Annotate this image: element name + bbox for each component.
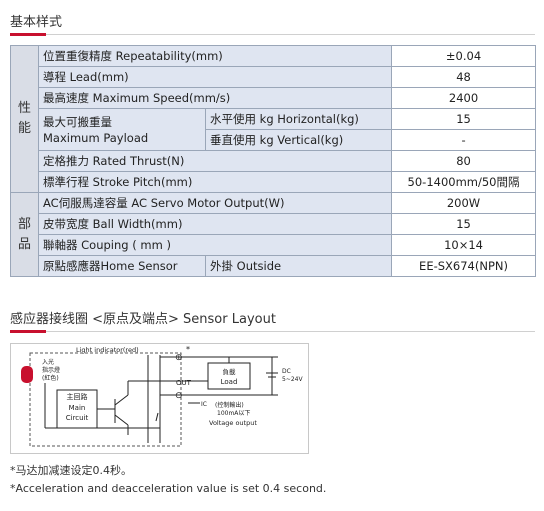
lamp-icon bbox=[21, 366, 33, 383]
lamp-label-line2: 指示燈 bbox=[42, 366, 60, 374]
payload-horizontal-value: 15 bbox=[391, 108, 537, 130]
category-parts-label: 部 品 bbox=[17, 216, 31, 252]
spec-section-divider bbox=[10, 34, 535, 35]
minus-terminal: ⊖ bbox=[175, 391, 183, 401]
table-row: 聯軸器 Couping ( mm ) 10×14 bbox=[11, 234, 537, 256]
main-circuit-line2: Circuit bbox=[66, 414, 89, 422]
stroke-pitch-label: 標準行程 Stroke Pitch(mm) bbox=[37, 171, 393, 193]
ball-width-label: 皮带宽度 Ball Width(mm) bbox=[37, 213, 393, 235]
main-circuit-cn: 主回路 bbox=[67, 392, 88, 401]
category-performance: 性 能 bbox=[10, 45, 39, 193]
payload-vertical-label: 垂直使用 kg Vertical(kg) bbox=[204, 129, 393, 151]
note-cn: *马达加减速设定0.4秒。 bbox=[10, 464, 132, 477]
category-parts: 部 品 bbox=[10, 192, 39, 277]
table-row: 原點感應器Home Sensor 外掛 Outside EE-SX674(NPN… bbox=[11, 255, 537, 277]
coupling-label: 聯軸器 Couping ( mm ) bbox=[37, 234, 393, 256]
voltage-output-label: Voltage output bbox=[209, 419, 257, 427]
lamp-label-line1: 入光 bbox=[42, 358, 54, 366]
coupling-value: 10×14 bbox=[391, 234, 537, 256]
home-sensor-label: 原點感應器Home Sensor bbox=[38, 255, 206, 277]
table-row: 標準行程 Stroke Pitch(mm) 50-1400mm/50間隔 bbox=[11, 171, 537, 193]
sensor-wiring-diagram: 入光 指示燈 (紅色) Light indicator(red) 主回路 Mai… bbox=[10, 343, 309, 454]
lead-label: 導程 Lead(mm) bbox=[37, 66, 393, 88]
max-speed-label: 最高速度 Maximum Speed(mm/s) bbox=[37, 87, 393, 109]
category-performance-label: 性 能 bbox=[17, 101, 31, 136]
control-output-label: (控制輸出) bbox=[215, 401, 244, 409]
sensor-section-title: 感应器接线圈 <原点及端点> Sensor Layout bbox=[10, 312, 276, 327]
load-label-en: Load bbox=[221, 378, 238, 386]
sensor-section-accent bbox=[10, 330, 46, 333]
spec-table: 性 能 位置重復精度 Repeatability(mm) ±0.04 導程 Le… bbox=[10, 45, 537, 277]
max-payload-label: 最大可搬重量 Maximum Payload bbox=[38, 108, 206, 151]
max-speed-value: 2400 bbox=[391, 87, 537, 109]
sensor-boundary bbox=[29, 352, 182, 447]
star-mark: * bbox=[186, 345, 190, 354]
rated-thrust-label: 定格推力 Rated Thrust(N) bbox=[37, 150, 393, 172]
table-row: 最大可搬重量 Maximum Payload 水平使用 kg Horizonta… bbox=[11, 108, 537, 151]
dc-label-line2: 5~24V bbox=[282, 376, 303, 383]
ball-width-value: 15 bbox=[391, 213, 537, 235]
servo-output-value: 200W bbox=[391, 192, 537, 214]
table-row: 部 品 AC伺服馬達容量 AC Servo Motor Output(W) 20… bbox=[10, 192, 537, 277]
transistor-collector bbox=[114, 394, 129, 406]
home-sensor-sublabel: 外掛 Outside bbox=[204, 255, 393, 277]
main-circuit-line1: Main bbox=[69, 404, 86, 412]
lead-value: 48 bbox=[391, 66, 537, 88]
current-label: 100mA以下 bbox=[217, 410, 250, 417]
ic-label: IC bbox=[201, 401, 207, 408]
light-indicator-label: Light indicator(red) bbox=[76, 346, 139, 354]
out-terminal-label: OUT bbox=[176, 379, 192, 387]
max-payload-label-en: Maximum Payload bbox=[43, 130, 149, 145]
table-row: 最高速度 Maximum Speed(mm/s) 2400 bbox=[11, 87, 537, 109]
servo-output-label: AC伺服馬達容量 AC Servo Motor Output(W) bbox=[37, 192, 393, 214]
stroke-pitch-value: 50-1400mm/50間隔 bbox=[391, 171, 537, 193]
spec-section-title: 基本样式 bbox=[10, 15, 63, 30]
home-sensor-value: EE-SX674(NPN) bbox=[391, 255, 537, 277]
max-payload-label-cn: 最大可搬重量 bbox=[43, 114, 112, 129]
diode-mark bbox=[155, 412, 159, 422]
table-row: 垂直使用 kg Vertical(kg) - bbox=[11, 129, 537, 151]
plus-terminal: ⊕ bbox=[175, 353, 183, 363]
table-row: 導程 Lead(mm) 48 bbox=[11, 66, 537, 88]
spec-section-accent bbox=[10, 33, 46, 36]
load-label-cn: 負載 bbox=[223, 367, 237, 376]
sensor-section-divider bbox=[10, 331, 535, 332]
transistor-emitter bbox=[114, 414, 129, 426]
table-row: 性 能 位置重復精度 Repeatability(mm) ±0.04 bbox=[10, 45, 537, 193]
payload-vertical-value: - bbox=[391, 129, 537, 151]
table-row: 皮带宽度 Ball Width(mm) 15 bbox=[11, 213, 537, 235]
note-en: *Acceleration and deacceleration value i… bbox=[10, 482, 327, 495]
repeatability-value: ±0.04 bbox=[391, 45, 537, 67]
rated-thrust-value: 80 bbox=[391, 150, 537, 172]
dc-label-line1: DC bbox=[282, 368, 291, 375]
repeatability-label: 位置重復精度 Repeatability(mm) bbox=[37, 45, 393, 67]
lamp-label-line3: (紅色) bbox=[42, 374, 59, 382]
table-row: 定格推力 Rated Thrust(N) 80 bbox=[11, 150, 537, 172]
payload-horizontal-label: 水平使用 kg Horizontal(kg) bbox=[204, 108, 393, 130]
